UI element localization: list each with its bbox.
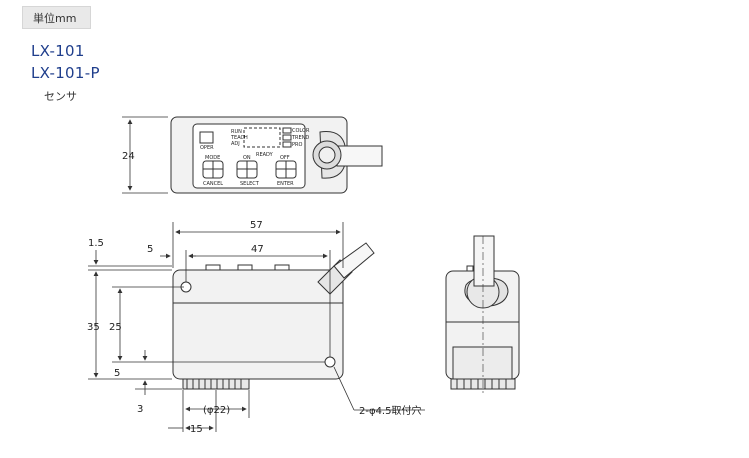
dim-35: 35	[87, 322, 100, 333]
label-on: ON	[243, 155, 251, 161]
label-select: SELECT	[240, 181, 260, 187]
label-pro: PRO	[292, 142, 302, 148]
label-oper: OPER	[200, 145, 214, 151]
dim-57: 57	[250, 220, 263, 231]
dim-5-bottom: 5	[114, 368, 120, 379]
dim-phi22: (φ22)	[203, 405, 230, 416]
dim-25: 25	[109, 322, 122, 333]
label-cancel: CANCEL	[203, 181, 223, 187]
label-enter: ENTER	[277, 181, 294, 187]
dim-1-5: 1.5	[88, 238, 104, 249]
label-trend: TREND	[291, 135, 309, 141]
label-color: COLOR	[292, 128, 310, 134]
mount-hole-2	[324, 356, 336, 368]
part-label: センサ	[44, 90, 77, 103]
dim-24: 24	[122, 151, 135, 162]
front-body	[172, 269, 344, 380]
label-adj: ADJ	[231, 141, 240, 147]
lens-base	[182, 378, 250, 390]
dim-47: 47	[251, 244, 264, 255]
dim-15: 15	[190, 424, 203, 435]
label-mode: MODE	[205, 155, 220, 161]
dim-3: 3	[137, 404, 143, 415]
unit-tab: 単位mm	[22, 6, 91, 29]
label-run: RUN	[231, 129, 242, 135]
side-view	[445, 235, 520, 390]
front-view	[172, 242, 375, 390]
label-off: OFF	[280, 155, 290, 161]
panel-labels: RUN TEACH ADJ OPER MODE CANCEL ON READY …	[200, 128, 310, 187]
top-view	[170, 116, 383, 194]
label-teach: TEACH	[230, 135, 248, 141]
model-name-2: LX-101-P	[31, 64, 100, 82]
dim-5-left: 5	[147, 244, 153, 255]
label-ready: READY	[256, 152, 274, 158]
hole-note: 2-φ4.5取付穴	[359, 404, 421, 417]
model-name-1: LX-101	[31, 42, 85, 60]
